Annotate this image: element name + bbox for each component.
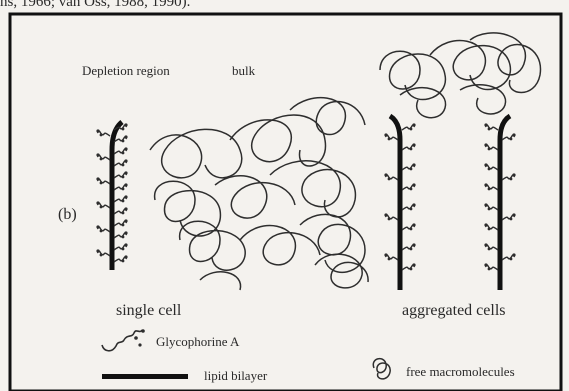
glycophorin-legend-label: Glycophorine A — [156, 334, 239, 350]
bulk-macromolecules — [150, 98, 368, 290]
single-cell-caption: single cell — [116, 302, 181, 320]
aggregated-macromolecules — [380, 33, 540, 118]
aggregated-cell-left — [384, 116, 415, 290]
bulk-label: bulk — [232, 63, 255, 79]
panel-label: (b) — [58, 206, 77, 224]
single-cell-membrane — [96, 122, 127, 270]
aggregated-cells-caption: aggregated cells — [402, 302, 506, 320]
glycophorin-legend-icon — [102, 329, 145, 351]
macromolecule-legend-icon — [373, 359, 390, 379]
macromolecules-legend-label: free macromolecules — [406, 364, 515, 380]
lipid-bilayer-legend-label: lipid bilayer — [204, 368, 267, 384]
lipid-bilayer-legend-icon — [102, 374, 188, 379]
aggregated-cell-right — [484, 116, 515, 290]
depletion-region-label: Depletion region — [82, 63, 170, 79]
